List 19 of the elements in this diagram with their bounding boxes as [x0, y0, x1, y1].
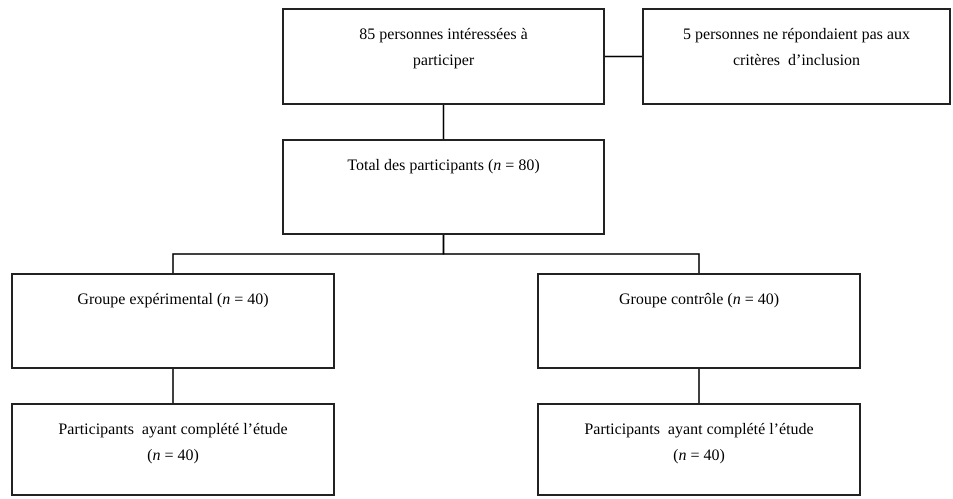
process-box: [537, 273, 861, 369]
box-text: Groupe expérimental (n = 40): [77, 290, 269, 310]
connector-line: [605, 56, 642, 58]
process-box: [282, 139, 605, 235]
connector-line: [442, 235, 700, 273]
box-text: Participants ayant complété l’étude (n = 40): [58, 420, 288, 466]
process-box: [537, 403, 861, 496]
connector-line: [698, 369, 700, 403]
process-box: [11, 273, 335, 369]
process-box: [11, 403, 335, 496]
box-text: Total des participants (n = 80): [347, 156, 540, 176]
connector-line: [442, 105, 444, 139]
process-box: [642, 8, 951, 105]
box-text: 85 personnes intéressées à participer: [358, 25, 529, 71]
process-box: [282, 8, 605, 105]
box-text: Participants ayant complété l’étude (n = 40): [584, 420, 814, 466]
connector-line: [172, 369, 174, 403]
box-text: 5 personnes ne répondaient pas aux critères d’inclusion: [682, 25, 912, 71]
box-text: Groupe contrôle (n = 40): [618, 290, 780, 310]
